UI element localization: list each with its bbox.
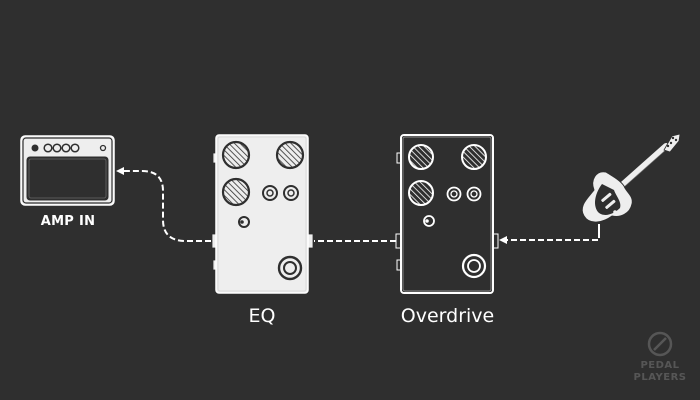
overdrive-knob xyxy=(461,144,487,170)
eq-led xyxy=(238,216,250,228)
eq-footswitch xyxy=(277,255,303,281)
eq-label: EQ xyxy=(248,305,276,327)
eq-knob xyxy=(221,177,251,207)
overdrive-label: Overdrive xyxy=(400,305,495,327)
overdrive-footswitch xyxy=(461,253,487,279)
eq-mini-knob xyxy=(262,185,278,201)
eq-pedal xyxy=(211,134,314,294)
overdrive-led xyxy=(423,215,435,227)
pedal-players-logo: PEDAL PLAYERS xyxy=(628,330,692,392)
electric-guitar-icon xyxy=(581,133,681,232)
amp-label: AMP IN xyxy=(40,214,96,229)
cable-eq-to-amp xyxy=(116,167,211,242)
eq-knob xyxy=(275,140,305,170)
overdrive-pedal xyxy=(395,134,499,294)
overdrive-mini-knob xyxy=(466,186,482,202)
overdrive-knob xyxy=(408,180,434,206)
eq-mini-knob xyxy=(283,185,299,201)
logo-text-line2: PLAYERS xyxy=(633,372,687,383)
logo-text-line1: PEDAL xyxy=(640,360,680,371)
overdrive-knob xyxy=(408,144,434,170)
overdrive-mini-knob xyxy=(446,186,462,202)
logo-mark-icon xyxy=(647,331,673,357)
amp-icon xyxy=(20,135,115,206)
cable-guitar-to-overdrive xyxy=(499,232,600,244)
eq-knob xyxy=(221,140,251,170)
